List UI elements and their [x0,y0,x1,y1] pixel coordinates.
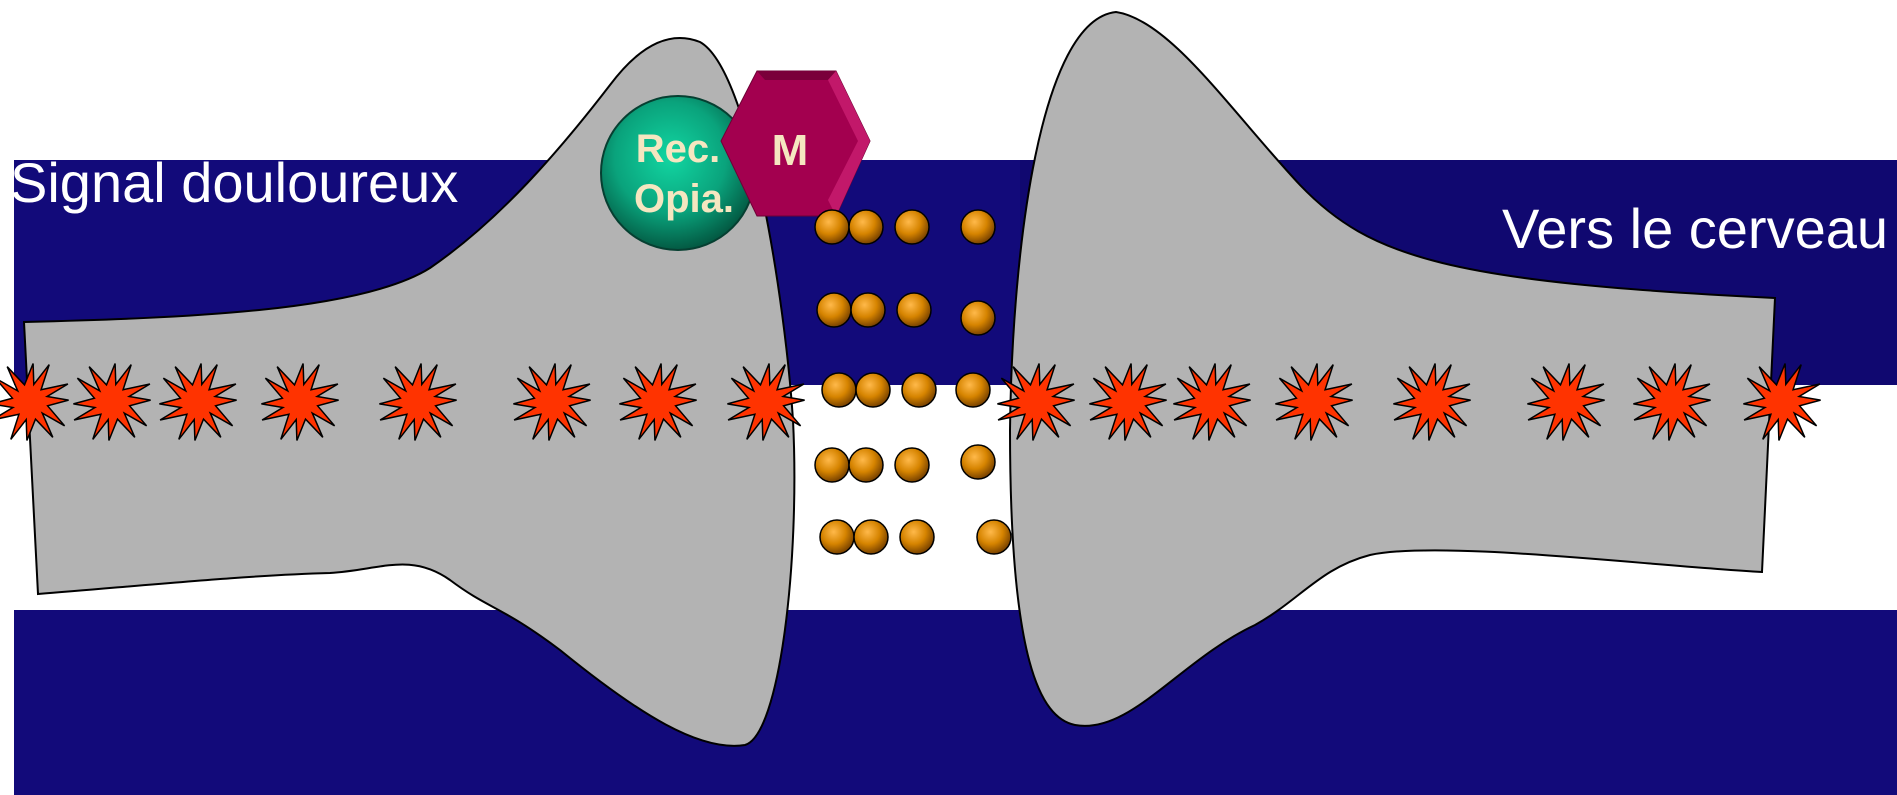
neurotransmitter-vesicle-icon [961,445,995,479]
brain-label: Vers le cerveau [1502,197,1888,260]
neurotransmitter-vesicle-icon [849,448,883,482]
receptor-label-line1: Rec. [636,127,721,171]
receptor-label-line2: Opia. [634,177,734,221]
neurotransmitter-vesicle-icon [854,520,888,554]
neurotransmitter-vesicle-icon [822,373,856,407]
neurotransmitter-vesicle-icon [897,293,931,327]
neurotransmitter-vesicle-icon [817,293,851,327]
neurotransmitter-vesicle-icon [815,210,849,244]
neurotransmitter-vesicle-icon [902,373,936,407]
neurotransmitter-vesicle-icon [961,210,995,244]
molecule-label: M [772,126,809,175]
neurotransmitter-vesicle-icon [856,373,890,407]
neurotransmitter-vesicle-icon [851,293,885,327]
neurotransmitter-vesicle-icon [895,448,929,482]
signal-label: Signal douloureux [10,151,458,214]
neurotransmitter-vesicle-icon [849,210,883,244]
band-bottom [14,610,1897,795]
neurotransmitter-vesicle-icon [961,301,995,335]
neurotransmitter-vesicle-icon [895,210,929,244]
neurotransmitter-vesicle-icon [815,448,849,482]
neurotransmitter-vesicle-icon [956,373,990,407]
neurotransmitter-vesicle-icon [977,520,1011,554]
molecule-top-face [757,71,836,80]
neurotransmitter-vesicle-icon [900,520,934,554]
neurotransmitter-vesicle-icon [820,520,854,554]
